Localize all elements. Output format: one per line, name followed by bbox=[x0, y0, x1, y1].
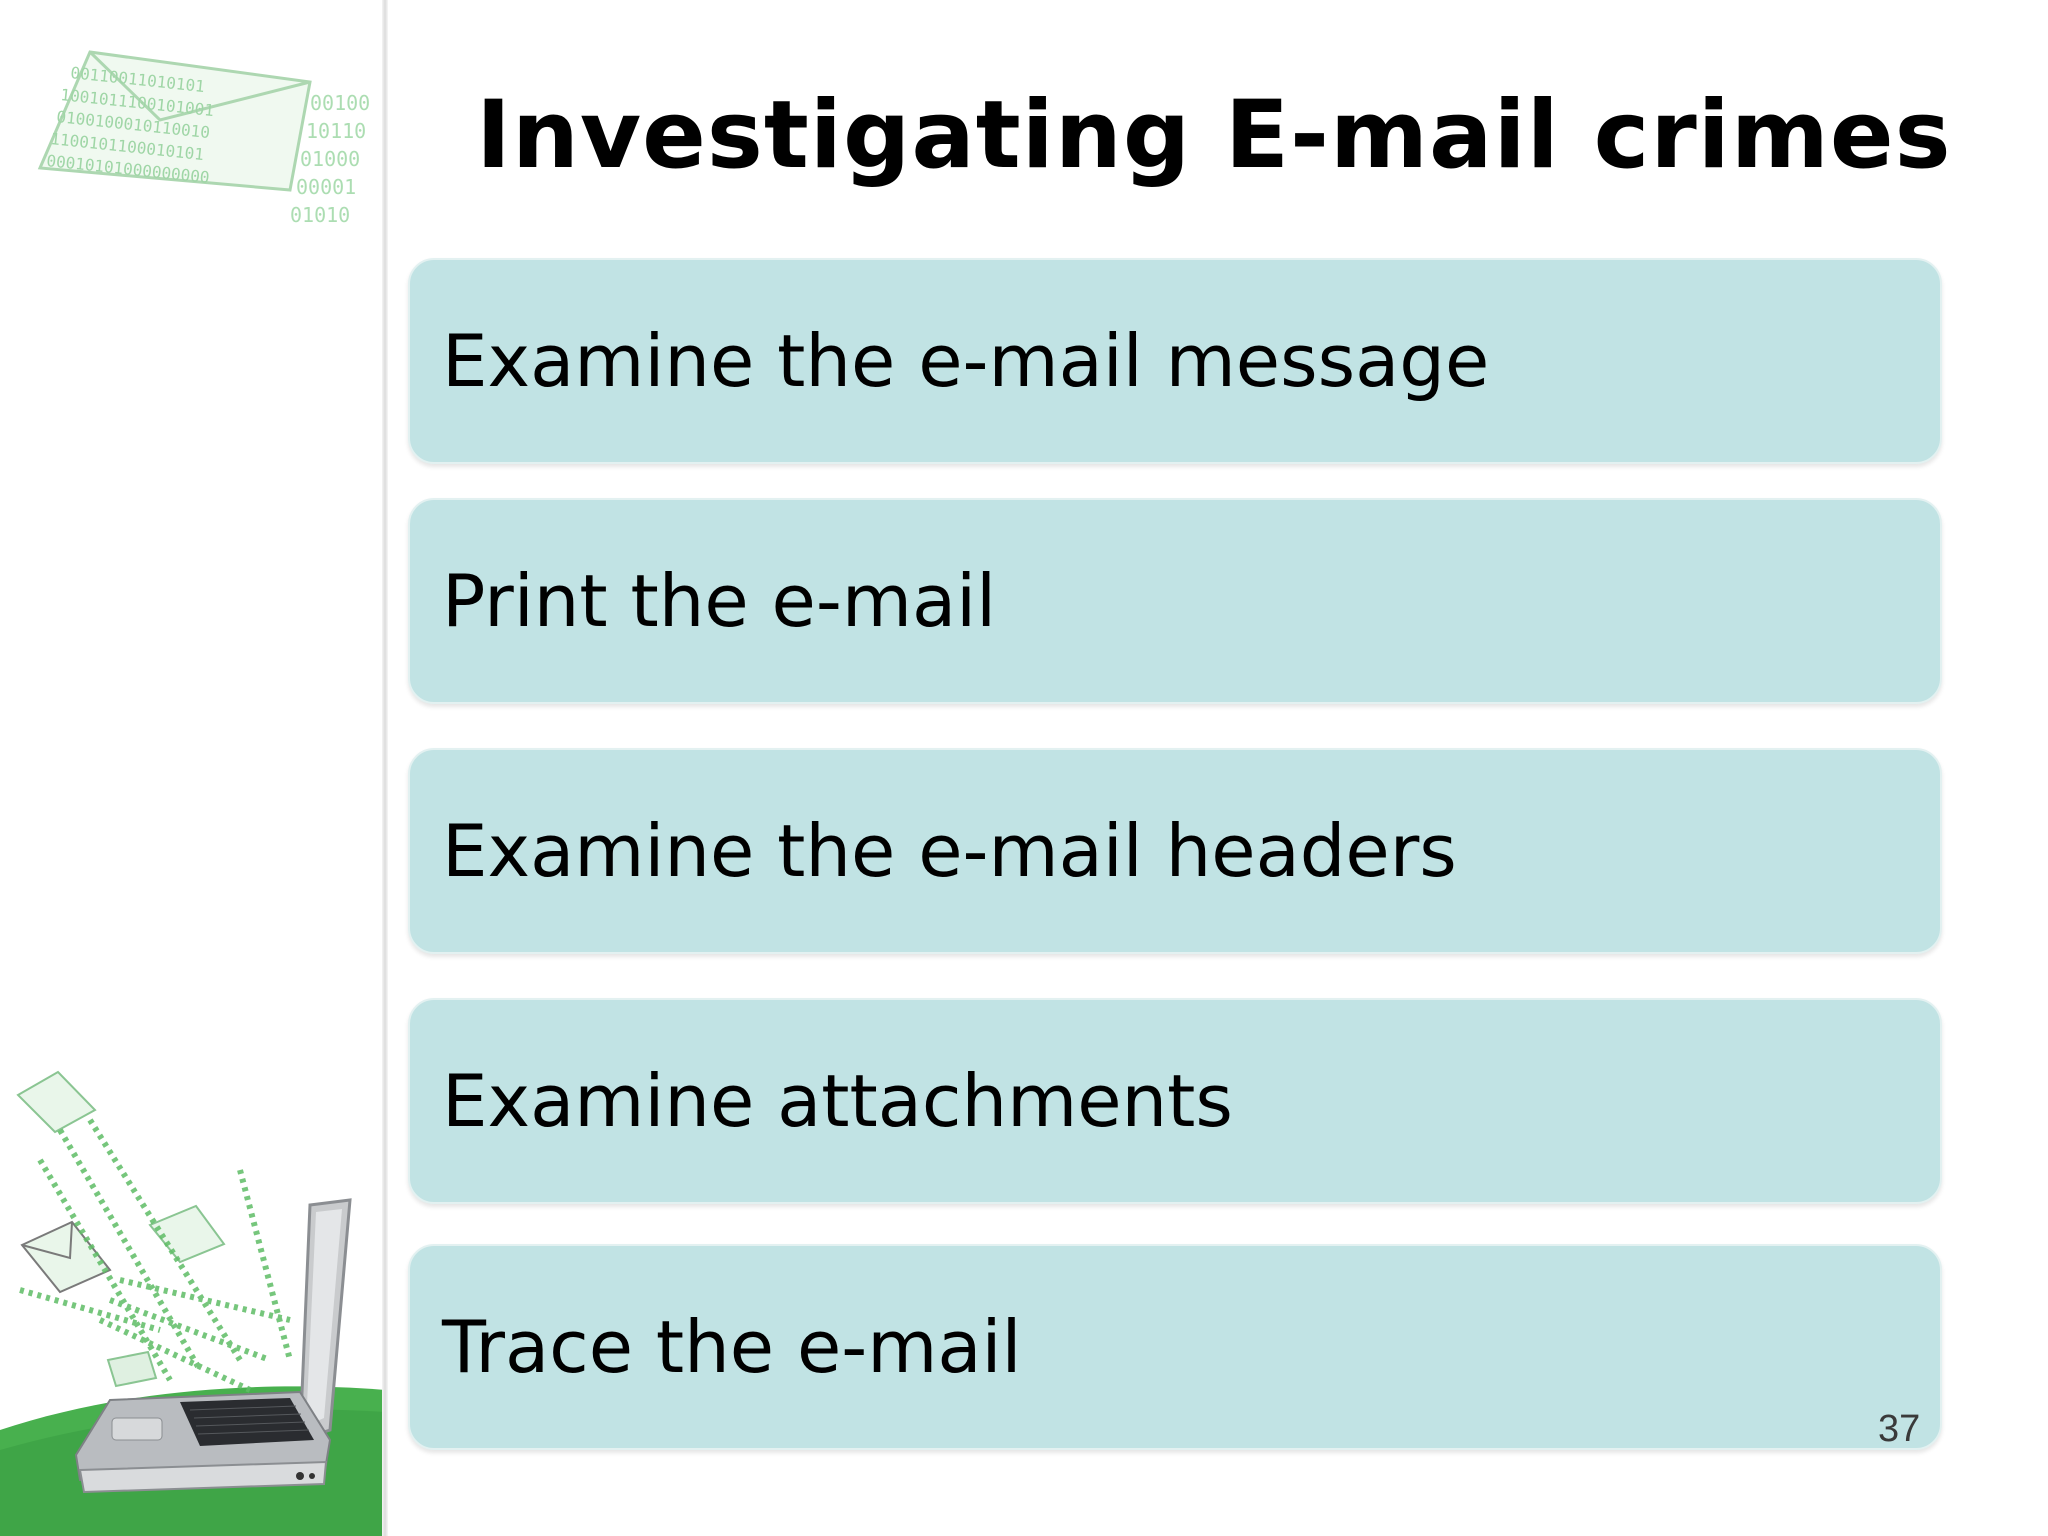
page-number: 37 bbox=[1878, 1408, 1921, 1450]
svg-text:01000: 01000 bbox=[300, 147, 360, 171]
sidebar-divider bbox=[382, 0, 388, 1536]
decorative-sidebar: 00110011010101 1001011100101001 01001000… bbox=[0, 0, 388, 1536]
sidebar-artwork: 00110011010101 1001011100101001 01001000… bbox=[0, 50, 386, 1536]
envelope-binary-icon: 00110011010101 1001011100101001 01001000… bbox=[37, 50, 370, 227]
list-item-label: Examine the e-mail message bbox=[442, 319, 1490, 403]
list-item-label: Trace the e-mail bbox=[442, 1305, 1022, 1389]
list-item: Examine the e-mail message bbox=[408, 258, 1942, 464]
list-item: Examine attachments bbox=[408, 998, 1942, 1204]
list-item: Examine the e-mail headers bbox=[408, 748, 1942, 954]
svg-text:00100: 00100 bbox=[310, 91, 370, 115]
slide-title: Investigating E-mail crimes bbox=[476, 81, 1952, 190]
svg-text:10110: 10110 bbox=[306, 119, 366, 143]
list-item: Trace the e-mail bbox=[408, 1244, 1942, 1450]
list-item-label: Print the e-mail bbox=[442, 559, 997, 643]
svg-text:00001: 00001 bbox=[296, 175, 356, 199]
list-item-label: Examine the e-mail headers bbox=[442, 809, 1457, 893]
list-item-label: Examine attachments bbox=[442, 1059, 1233, 1143]
flying-envelope-icon bbox=[16, 1070, 226, 1388]
svg-text:01010: 01010 bbox=[290, 203, 350, 227]
laptop-icon bbox=[74, 1198, 352, 1494]
list-item: Print the e-mail bbox=[408, 498, 1942, 704]
